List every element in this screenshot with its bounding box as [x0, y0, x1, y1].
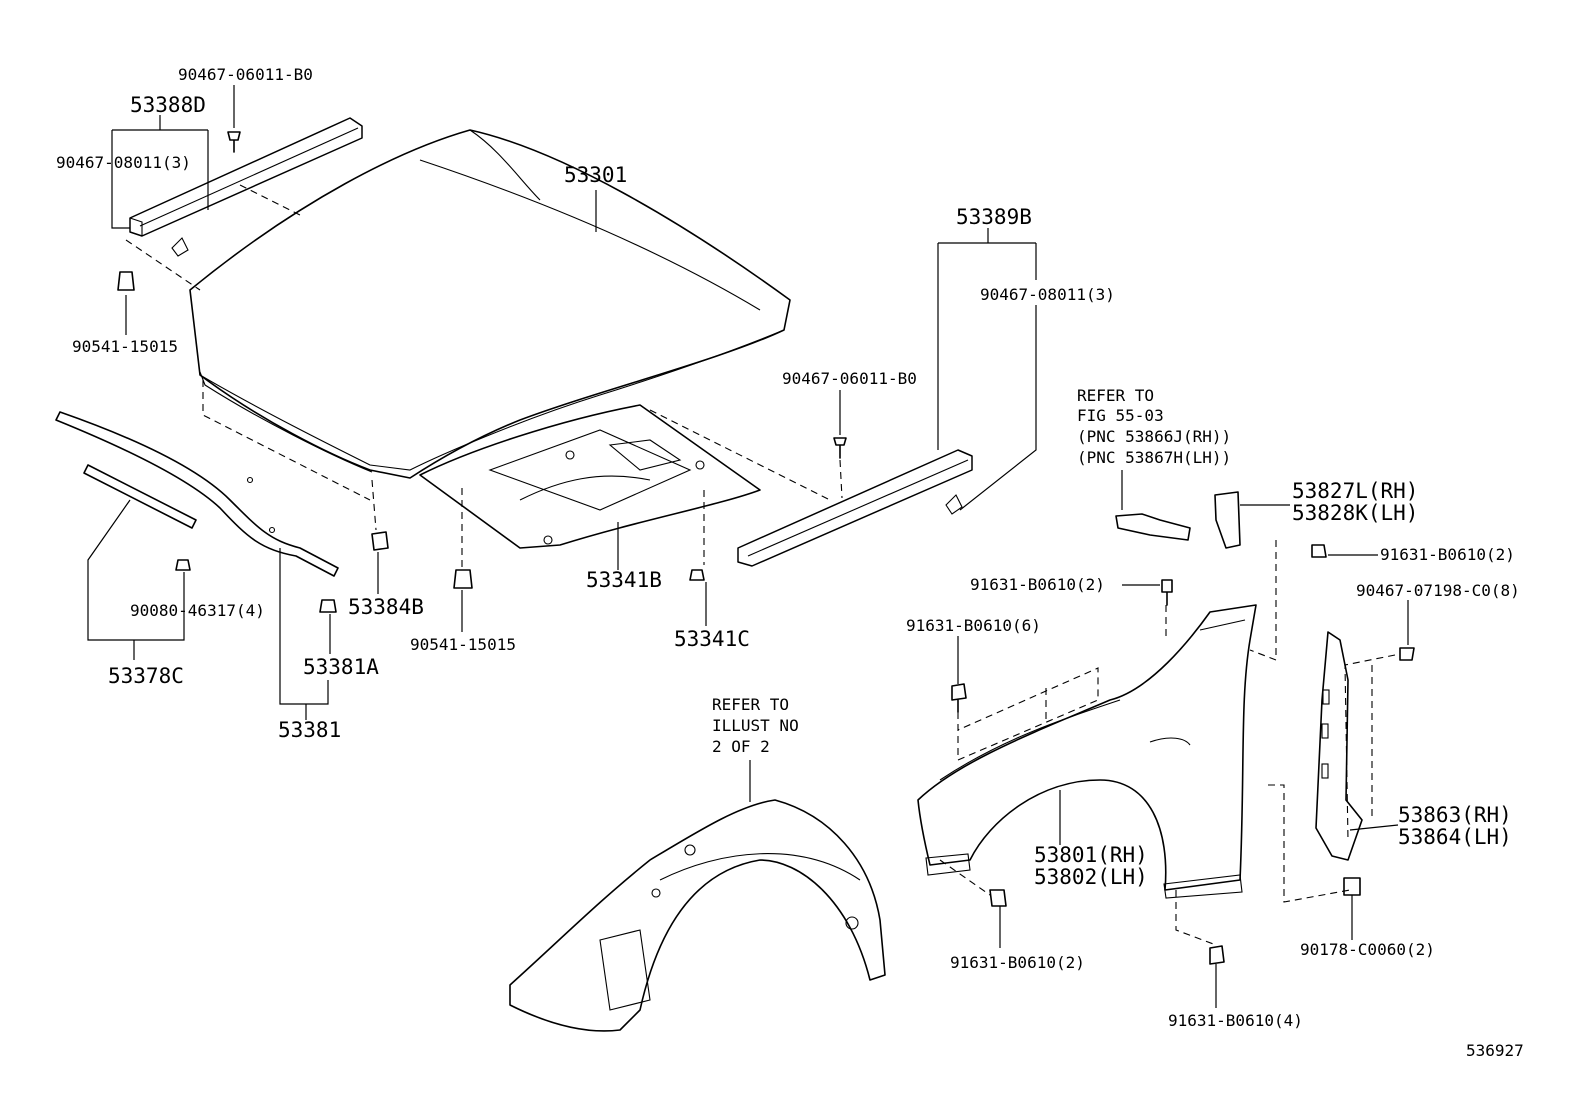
hood-insulator: [419, 404, 761, 549]
label-hood-support-seal: 53378C: [108, 664, 184, 688]
label-nut-fender-seal: 90178-C0060(2): [1300, 940, 1435, 959]
assembly-lines: [125, 184, 1396, 946]
leader-lines: [87, 85, 1409, 1008]
hood-support: [55, 411, 339, 577]
label-refer-fig-1: REFER TO: [1077, 386, 1154, 405]
figure-number: 536927: [1466, 1041, 1524, 1060]
label-refer-illust-1: REFER TO: [712, 695, 789, 714]
label-bracket-lh: 53828K(LH): [1292, 501, 1418, 525]
label-refer-fig-2: FIG 55-03: [1077, 406, 1164, 425]
fender-seal: [1315, 631, 1363, 861]
label-clip-insulator: 53341C: [674, 627, 750, 651]
fender-bracket: [1115, 491, 1241, 549]
label-bolt-bracket: 91631-B0610(2): [1380, 545, 1515, 564]
label-bolt-mid-hood-seal: 90467-06011-B0: [782, 369, 917, 388]
label-fender-lh: 53802(LH): [1034, 865, 1148, 889]
label-clip-side-seal: 90467-08011(3): [980, 285, 1115, 304]
label-bolt-fender-lower: 91631-B0610(2): [950, 953, 1085, 972]
label-bracket-rh: 53827L(RH): [1292, 479, 1418, 503]
label-refer-illust-2: ILLUST NO: [712, 716, 799, 735]
label-bolt-top-hood-seal: 90467-06011-B0: [178, 65, 313, 84]
part-labels: 90467-06011-B0 53388D 90467-08011(3) 905…: [56, 65, 1524, 1060]
label-clip-hood-support: 90080-46317(4): [130, 601, 265, 620]
label-insulator: 53341B: [586, 568, 662, 592]
front-fender: [917, 604, 1257, 899]
label-refer-fig-4: (PNC 53867H(LH)): [1077, 448, 1231, 467]
label-clip-rear-seal: 90467-08011(3): [56, 153, 191, 172]
hardware: [117, 131, 1415, 965]
hood-seal-side: [737, 449, 973, 567]
label-refer-illust-3: 2 OF 2: [712, 737, 770, 756]
label-hood-panel: 53301: [564, 163, 627, 187]
hood-seal-rear: [129, 117, 363, 257]
label-bolt-fender-bottom: 91631-B0610(4): [1168, 1011, 1303, 1030]
label-refer-fig-3: (PNC 53866J(RH)): [1077, 427, 1231, 446]
label-bolt-fender-top: 91631-B0610(2): [970, 575, 1105, 594]
fender-liner: [509, 799, 886, 1032]
label-clip-fender-seal: 90467-07198-C0(8): [1356, 581, 1520, 600]
label-hood-seal-side: 53389B: [956, 205, 1032, 229]
hood-support-seal: [83, 464, 197, 529]
label-cushion-left: 90541-15015: [72, 337, 178, 356]
label-cushion-hood-front: 53384B: [348, 595, 424, 619]
label-hood-seal-rear: 53388D: [130, 93, 206, 117]
label-fender-rh: 53801(RH): [1034, 843, 1148, 867]
label-cushion-center: 90541-15015: [410, 635, 516, 654]
label-fender-seal-lh: 53864(LH): [1398, 825, 1512, 849]
label-support-clip: 53381A: [303, 655, 379, 679]
label-fender-seal-rh: 53863(RH): [1398, 803, 1512, 827]
label-bolt-fender-side: 91631-B0610(6): [906, 616, 1041, 635]
label-hood-support: 53381: [278, 718, 341, 742]
hood-panel: [189, 129, 791, 479]
